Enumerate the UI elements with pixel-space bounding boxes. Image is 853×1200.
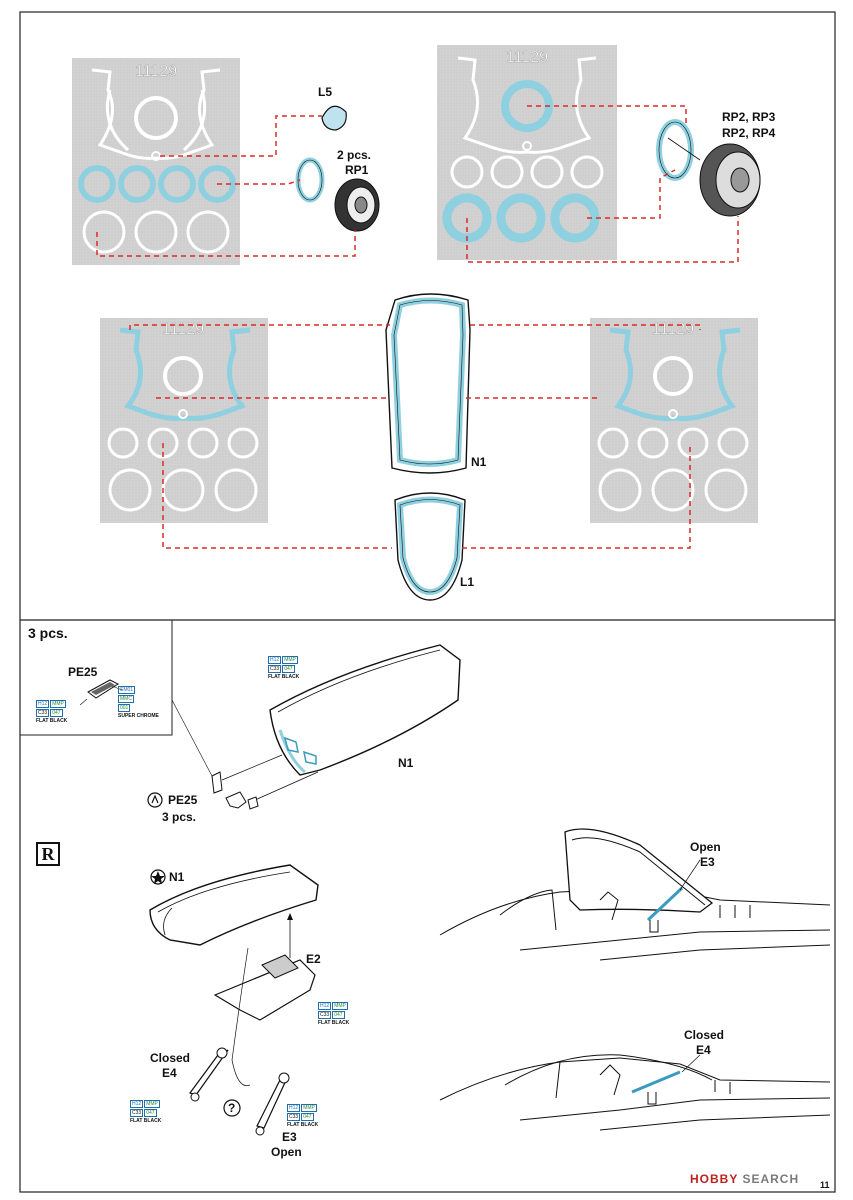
- part-e3: [255, 1072, 290, 1136]
- part-e4: [189, 1047, 229, 1102]
- label-rp1-qty: 2 pcs.: [337, 148, 372, 162]
- label-side-closed: Closed: [684, 1028, 725, 1042]
- part-e2: [213, 954, 316, 1021]
- paint-callout-pe25-chrome: SM01 MMC 001 SUPER CHROME: [118, 686, 159, 719]
- sheet-number-ml: 11129: [162, 321, 204, 338]
- page-frame: [19, 11, 836, 1193]
- side-view-closed: [439, 1054, 831, 1131]
- canopy-n1-pe-install: [269, 644, 461, 776]
- label-l1: L1: [460, 575, 475, 589]
- part-l5: [321, 105, 347, 131]
- mask-sheet-mid-right: [590, 318, 758, 523]
- label-side-e3: E3: [700, 855, 715, 869]
- sheet-number-tr: 11129: [506, 49, 548, 66]
- label-rp2-rp3: RP2, RP3: [722, 110, 776, 124]
- canopy-l1: [394, 492, 466, 601]
- label-n1-assembly: N1: [169, 870, 185, 884]
- label-n1-pe: N1: [398, 756, 414, 770]
- mask-sheet-top-left: [72, 58, 240, 265]
- label-rp2-rp4: RP2, RP4: [722, 126, 776, 140]
- pe-section-heading: 3 pcs.: [28, 625, 68, 641]
- label-question: ?: [228, 1101, 236, 1115]
- page-number: 11: [820, 1180, 830, 1190]
- label-pe25-qty: 3 pcs.: [162, 810, 197, 824]
- mask-sheet-mid-left: [100, 318, 268, 523]
- part-pe25-detail: [87, 679, 120, 699]
- leader-lines: [96, 105, 739, 549]
- label-open: Open: [271, 1145, 302, 1159]
- label-side-open: Open: [690, 840, 721, 854]
- turn-over-icon: [147, 792, 163, 808]
- label-pe25-ref: PE25: [168, 793, 198, 807]
- label-rp1: RP1: [345, 163, 369, 177]
- label-e3: E3: [282, 1130, 297, 1144]
- r-step-box: R: [36, 842, 60, 866]
- question-icon: [223, 1099, 241, 1117]
- label-pe25: PE25: [68, 665, 98, 679]
- wheel-rp1: [334, 178, 380, 232]
- side-view-open: [439, 828, 831, 961]
- canopy-n1-assembly: [149, 864, 319, 946]
- mask-sheet-top-right: [437, 45, 617, 260]
- label-l5: L5: [318, 85, 333, 99]
- footer-watermark: HOBBY SEARCH: [690, 1172, 800, 1186]
- label-closed: Closed: [150, 1051, 191, 1065]
- label-n1: N1: [471, 455, 487, 469]
- wheel-rp2: [699, 143, 761, 217]
- sheet-number-tl: 11129: [135, 63, 177, 80]
- label-side-e4: E4: [696, 1043, 711, 1057]
- sheet-number-mr: 11129: [652, 321, 694, 338]
- canopy-n1: [385, 293, 471, 474]
- label-e2: E2: [306, 952, 321, 966]
- label-e4: E4: [162, 1066, 177, 1080]
